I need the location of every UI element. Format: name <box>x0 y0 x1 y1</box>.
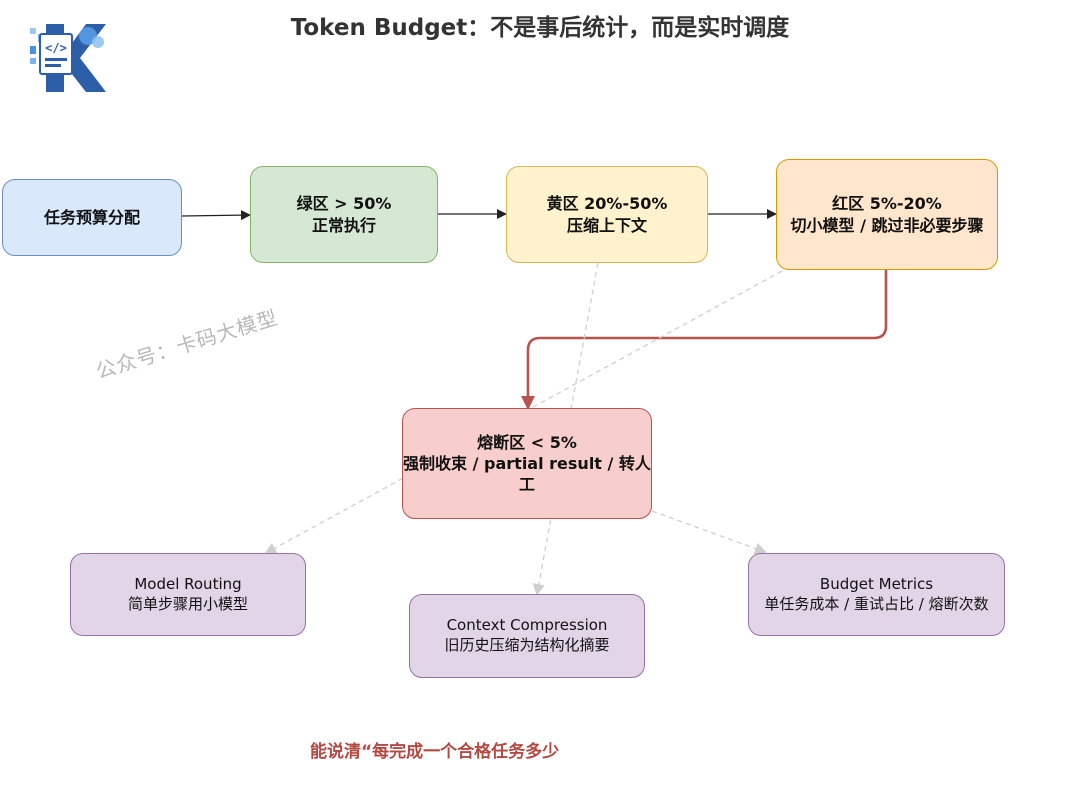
node-label: 熔断区 < 5% <box>477 432 577 452</box>
arrow-allocate-to-green <box>181 210 251 221</box>
node-sublabel: 压缩上下文 <box>566 215 647 235</box>
footer-fade <box>585 728 795 768</box>
node-label: Model Routing <box>134 574 242 593</box>
node-green-zone: 绿区 > 50% 正常执行 <box>250 166 438 263</box>
node-sublabel: 正常执行 <box>311 215 376 235</box>
arrow-red-to-breaker <box>521 270 888 410</box>
node-sublabel: 旧历史压缩为结构化摘要 <box>444 636 610 654</box>
node-label: 任务预算分配 <box>43 207 140 227</box>
dashed-yellow-to-compression <box>532 262 599 596</box>
node-label: 绿区 > 50% <box>296 194 392 214</box>
node-model-routing: Model Routing 简单步骤用小模型 <box>70 553 306 636</box>
node-circuit-breaker-zone: 熔断区 < 5% 强制收束 / partial result / 转人工 <box>402 408 652 519</box>
page-title: Token Budget：不是事后统计，而是实时调度 <box>290 15 790 41</box>
node-label: 红区 5%-20% <box>832 194 942 214</box>
node-sublabel: 单任务成本 / 重试占比 / 熔断次数 <box>764 594 989 613</box>
dashed-breaker-to-metrics <box>651 510 767 555</box>
node-label: 黄区 20%-50% <box>546 194 668 214</box>
logo: </> <box>28 20 108 95</box>
node-sublabel: 强制收束 / partial result / 转人工 <box>403 453 651 495</box>
node-budget-metrics: Budget Metrics 单任务成本 / 重试占比 / 熔断次数 <box>748 553 1005 636</box>
footer-caption: 能说清“每完成一个合格任务多少 <box>310 742 560 762</box>
node-label: Context Compression <box>446 616 608 635</box>
dashed-red-to-routing <box>264 270 783 554</box>
node-sublabel: 简单步骤用小模型 <box>127 594 248 613</box>
node-sublabel: 切小模型 / 跳过非必要步骤 <box>790 215 984 235</box>
node-red-zone: 红区 5%-20% 切小模型 / 跳过非必要步骤 <box>776 159 998 270</box>
node-task-budget-allocation: 任务预算分配 <box>2 179 182 256</box>
node-context-compression: Context Compression 旧历史压缩为结构化摘要 <box>409 594 645 678</box>
node-yellow-zone: 黄区 20%-50% 压缩上下文 <box>506 166 708 263</box>
svg-text:</>: </> <box>45 41 67 55</box>
node-label: Budget Metrics <box>819 574 934 593</box>
